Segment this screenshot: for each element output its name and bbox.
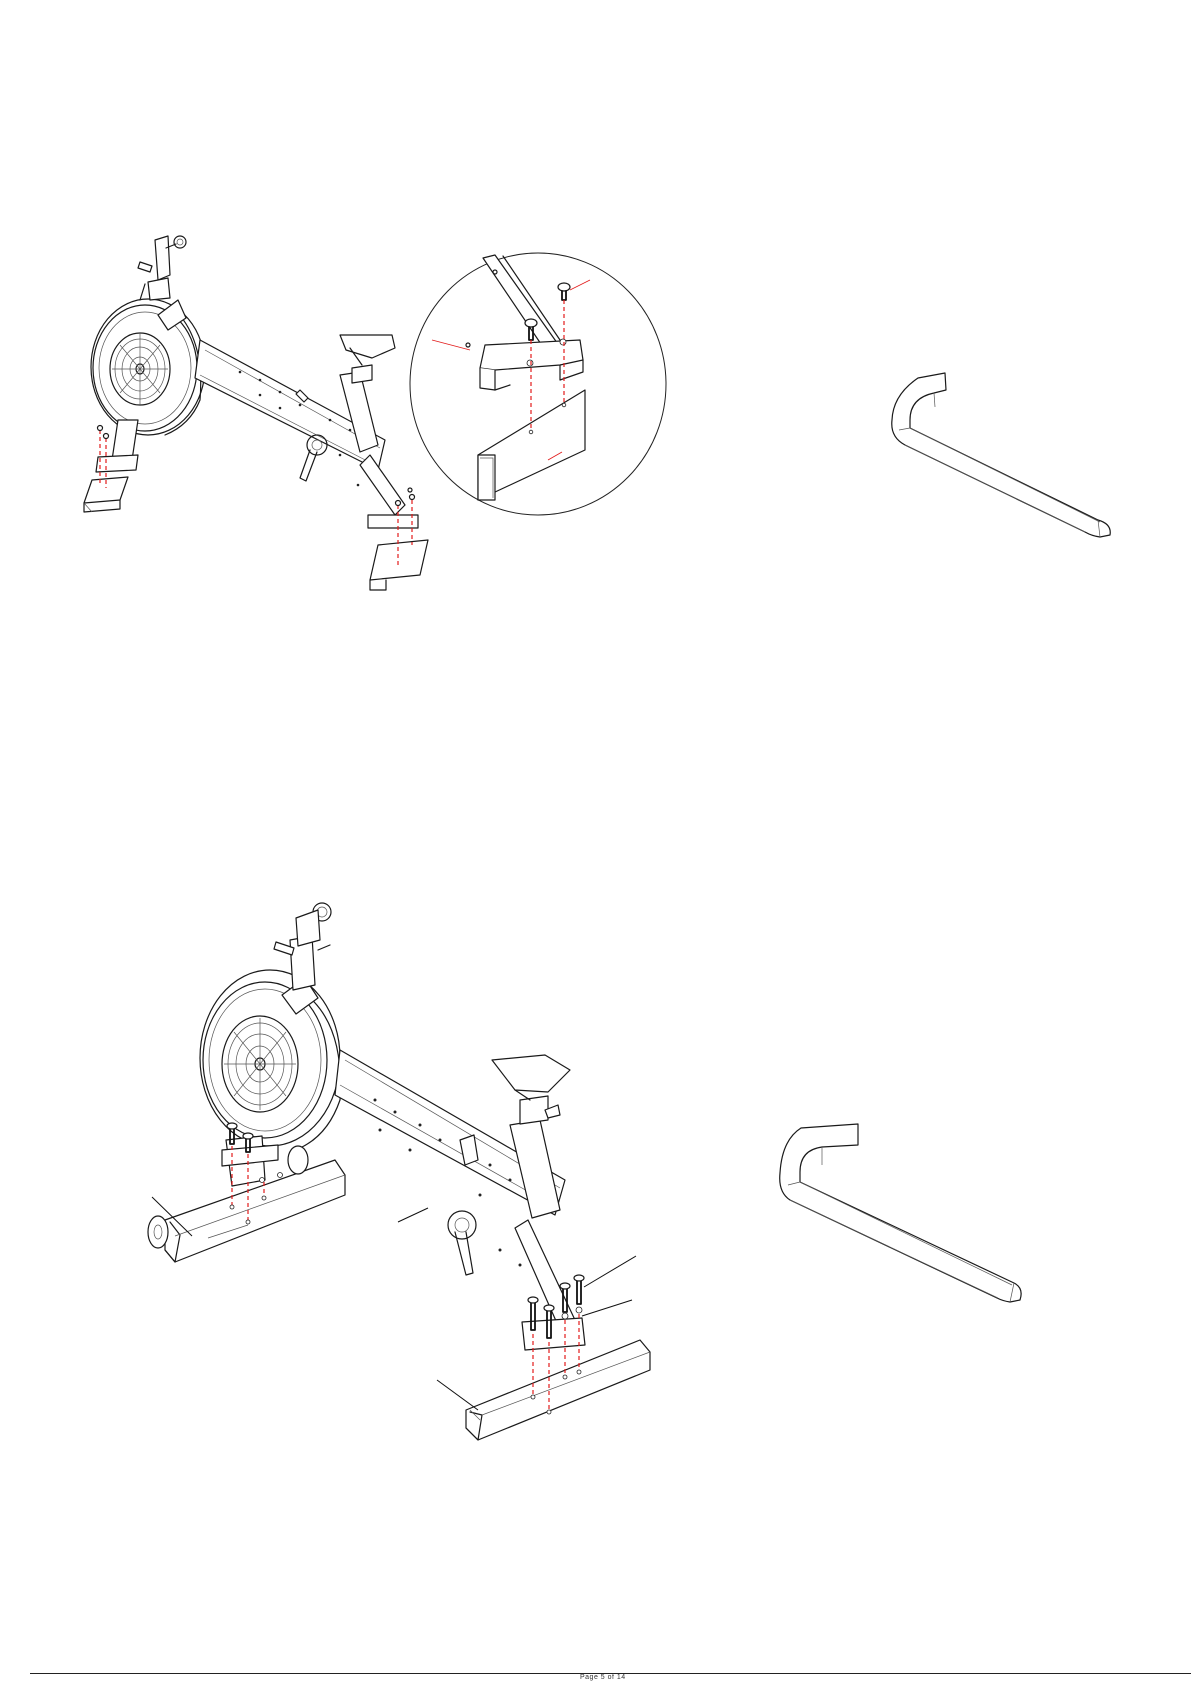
footer-page-number: Page 5 of 14 — [580, 1674, 626, 1681]
bike-illustration-top — [84, 236, 428, 590]
magnified-detail — [410, 253, 666, 515]
main-frame-bottom — [335, 1050, 575, 1330]
front-stabilizer-top — [84, 420, 138, 512]
flywheel-top — [91, 299, 205, 435]
allen-key-icon — [780, 1124, 1021, 1302]
front-stabilizer-bottom — [148, 1123, 345, 1262]
bike-illustration-bottom — [148, 903, 650, 1440]
main-frame-top — [195, 335, 405, 515]
handle-mount-top — [138, 236, 186, 300]
page-footer: Page 5 of 14 — [0, 1673, 1191, 1685]
flywheel-bottom — [200, 970, 341, 1148]
handle-mount-bottom — [274, 903, 331, 990]
allen-key-icon — [892, 373, 1110, 537]
